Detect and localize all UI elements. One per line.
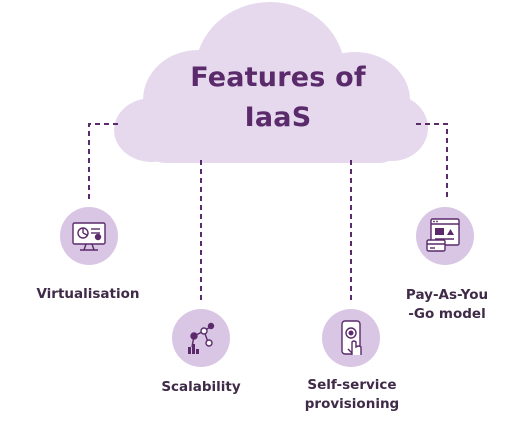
label-pay-as-you-go: Pay-As-You -Go model [405, 287, 489, 322]
label-self-service-provisioning: Self-service provisioning [304, 377, 400, 412]
scalability-badge [172, 309, 230, 367]
virtualisation-badge [60, 207, 118, 265]
connector-virtualisation [88, 123, 118, 200]
network-nodes-icon [188, 322, 215, 354]
connector-pay-as-you-go [416, 123, 448, 200]
label-virtualisation: Virtualisation [36, 286, 140, 302]
cloud-shape [114, 2, 428, 163]
diagram-title: Features of IaaS [160, 58, 396, 138]
computer-monitor-icon [72, 222, 106, 251]
title-line-1: Features of [190, 62, 366, 93]
title-line-2: IaaS [244, 102, 312, 133]
label-scalability: Scalability [161, 379, 241, 395]
browser-payment-icon [426, 218, 460, 252]
self-service-badge [322, 309, 380, 367]
pay-as-you-go-badge [416, 207, 474, 265]
smartphone-touch-icon [341, 320, 362, 355]
